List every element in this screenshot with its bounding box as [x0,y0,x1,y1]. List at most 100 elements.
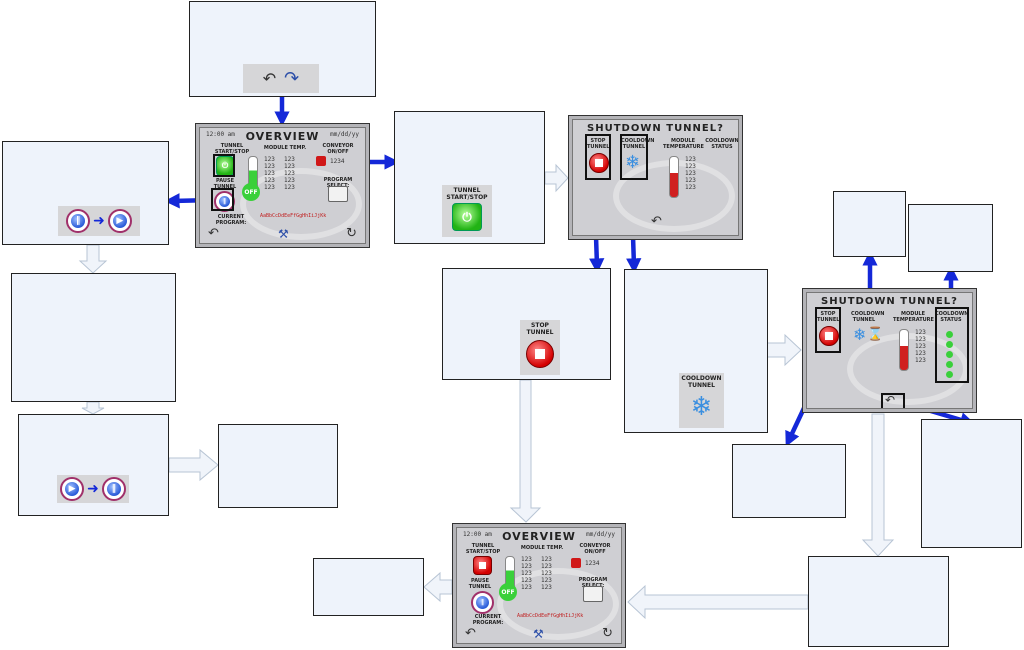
back-arrow-icon-shutdown-2[interactable]: ↶ [885,393,896,407]
play-icon: ▶ [107,209,132,233]
cooldown-callout-label: COOLDOWN TUNNEL [681,375,722,389]
stop-tunnel-highlight-2 [815,307,841,353]
overview-screen-bottom: 12:00 am OVERVIEW mm/dd/yy TUNNEL START/… [452,523,626,648]
pause-tunnel-button-2[interactable]: ‖ [471,591,494,614]
wrench-icon-overview[interactable]: ⚒ [278,227,289,241]
cooldown-snowflake-icon[interactable]: ❄ [625,152,641,173]
forward-icon-overview[interactable]: ↻ [346,226,357,241]
stop-tunnel-callout-label: STOP TUNNEL [526,322,554,336]
back-arrow-icon: ↶ [262,69,277,88]
light-arrow-to-right-box [168,448,219,482]
conveyor-indicator-2[interactable] [571,558,581,568]
program-name-2: AaBbCcDdEeFfGgHhIiJjKk [517,613,584,619]
date-label-2: mm/dd/yy [586,531,615,538]
light-arrow-shutdown2-down [861,413,895,557]
cooldown-highlight [620,134,648,180]
conveyor-label: CONVEYOR ON/OFF [322,143,354,155]
stop-tunnel-highlight [585,134,611,180]
tunnel-start-highlight [213,154,235,177]
module-temperature-label-2: MODULE TEMPERATURE [893,311,934,323]
off-badge: OFF [242,183,260,201]
conveyor-value: 1234 [330,158,345,165]
wrench-icon-overview-2[interactable]: ⚒ [533,627,544,641]
status-led-column [946,331,953,378]
light-arrow-to-shutdown-2 [766,333,802,367]
box-stop-tunnel-callout: STOP TUNNEL [442,268,611,380]
shutdown-thermometer-icon [669,156,679,198]
tunnel-stop-button[interactable] [473,556,492,575]
back-highlight [881,393,905,408]
cooldown-callout-tile: COOLDOWN TUNNEL ❄ [679,373,724,428]
status-led-icon [946,361,953,368]
box-upper-right-1 [833,191,906,257]
current-program-label: CURRENT PROGRAM: [215,214,247,226]
current-program-label-2: CURRENT PROGRAM: [472,614,504,626]
arrow-right-icon-2: ➜ [87,481,99,497]
shutdown-thermometer-icon-2 [899,329,909,371]
conveyor-indicator[interactable] [316,156,326,166]
box-left-middle [11,273,176,402]
cooldown-status-label-2: COOLDOWN STATUS [935,311,969,323]
light-arrow-left-col-2 [81,401,105,415]
arrow-right-icon: ➜ [93,213,105,229]
stop-tunnel-button-2[interactable] [819,326,839,346]
stop-tunnel-label-2: STOP TUNNEL [817,311,840,323]
back-arrow-icon-overview-2[interactable]: ↶ [465,626,476,641]
time-label: 12:00 am [206,131,235,138]
pause-tunnel-label-2: PAUSE TUNNEL [468,578,492,590]
cooldown-snowflake-icon-2: ❄ [853,325,867,344]
hourglass-icon: ⌛ [867,327,884,342]
program-name: AaBbCcDdEeFfGgHhIiJjKk [260,213,327,219]
cooldown-status-label: COOLDOWN STATUS [705,138,739,150]
box-upper-right-2 [908,204,993,272]
back-arrow-icon-overview[interactable]: ↶ [208,226,219,241]
conveyor-value-2: 1234 [585,560,600,567]
forward-icon-overview-2[interactable]: ↻ [602,626,613,641]
swirl-decoration-4 [497,568,619,640]
time-label-2: 12:00 am [463,531,492,538]
overview-title-2: OVERVIEW [502,530,576,543]
box-bottom-left-of-overview [313,558,424,616]
status-led-icon [946,351,953,358]
forward-arrow-icon: ↷ [284,68,300,89]
pause-tunnel-button[interactable]: ‖ [214,191,235,212]
overview-title: OVERVIEW [245,130,320,143]
stop-tunnel-button[interactable] [589,153,609,173]
light-arrow-overview2-left [423,571,453,603]
cooldown-tunnel-label-2: COOLDOWN TUNNEL [851,311,885,323]
box-bottom-right [808,556,949,647]
overview-screen-top: 12:00 am OVERVIEW mm/dd/yy TUNNEL START/… [195,123,370,248]
printer-icon[interactable] [328,186,348,202]
printer-icon-2[interactable] [583,586,603,602]
date-label: mm/dd/yy [330,131,359,138]
status-led-icon [946,371,953,378]
pause-tunnel-label: PAUSE TUNNEL [213,178,237,190]
box-tunnel-start-callout: TUNNEL START/STOP ⏻ [394,111,545,244]
box-right-of-play [218,424,338,508]
pause-icon: ‖ [66,209,91,233]
light-arrow-stop-to-overview [509,379,542,523]
off-badge-2: OFF [499,583,517,601]
light-arrow-to-shutdown [544,163,569,193]
pause-play-strip: ‖ ➜ ▶ [58,206,140,236]
back-arrow-icon-shutdown[interactable]: ↶ [651,214,662,229]
status-led-icon [946,331,953,338]
status-led-icon [946,341,953,348]
shutdown-title: SHUTDOWN TUNNEL? [587,123,724,134]
box-lower-mid-right [732,444,846,518]
shutdown-screen-cooling: SHUTDOWN TUNNEL? STOP TUNNEL COOLDOWN TU… [802,288,977,413]
cooldown-tunnel-label: COOLDOWN TUNNEL [621,138,655,150]
cooldown-status-highlight [935,307,969,383]
power-icon: ⏻ [452,203,482,231]
module-temp-label-2: MODULE TEMP. [520,545,564,551]
conveyor-label-2: CONVEYOR ON/OFF [579,543,611,555]
tunnel-start-label: TUNNEL START/STOP [214,143,250,155]
light-arrow-to-overview-2 [627,584,809,620]
tunnel-start-label-2: TUNNEL START/STOP [465,543,501,555]
box-far-right [921,419,1022,548]
stop-icon [526,340,554,368]
